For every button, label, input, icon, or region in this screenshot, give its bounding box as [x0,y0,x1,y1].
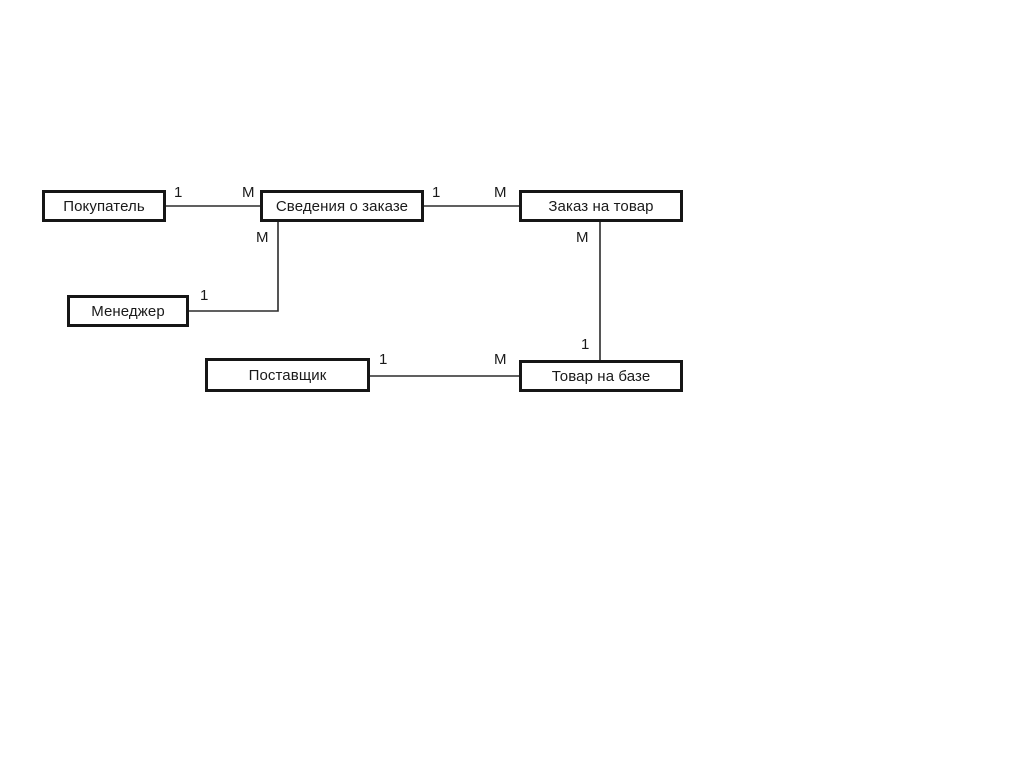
cardinality-label-goods-order-many-down: M [576,229,589,246]
cardinality-label-goods-order-many: M [494,184,507,201]
entity-label-order-info: Сведения о заказе [275,197,409,215]
entity-box-buyer[interactable]: Покупатель [42,190,166,222]
entity-label-warehouse: Товар на базе [551,367,651,385]
cardinality-label-buyer-one: 1 [174,184,183,201]
cardinality-label-warehouse-many: M [494,351,507,368]
cardinality-label-order-info-many: M [242,184,255,201]
entity-box-supplier[interactable]: Поставщик [205,358,370,392]
cardinality-label-warehouse-one: 1 [581,336,590,353]
connector-order-info-manager [188,221,279,312]
entity-label-manager: Менеджер [91,302,165,320]
entity-label-buyer: Покупатель [63,197,145,215]
entity-label-goods-order: Заказ на товар [548,197,654,215]
entity-box-goods-order[interactable]: Заказ на товар [519,190,683,222]
cardinality-label-manager-one: 1 [200,287,209,304]
entity-box-warehouse[interactable]: Товар на базе [519,360,683,392]
entity-label-supplier: Поставщик [248,366,327,384]
cardinality-label-order-info-one: 1 [432,184,441,201]
entity-box-order-info[interactable]: Сведения о заказе [260,190,424,222]
cardinality-label-order-info-many-down: M [256,229,269,246]
entity-box-manager[interactable]: Менеджер [67,295,189,327]
cardinality-label-supplier-one: 1 [379,351,388,368]
